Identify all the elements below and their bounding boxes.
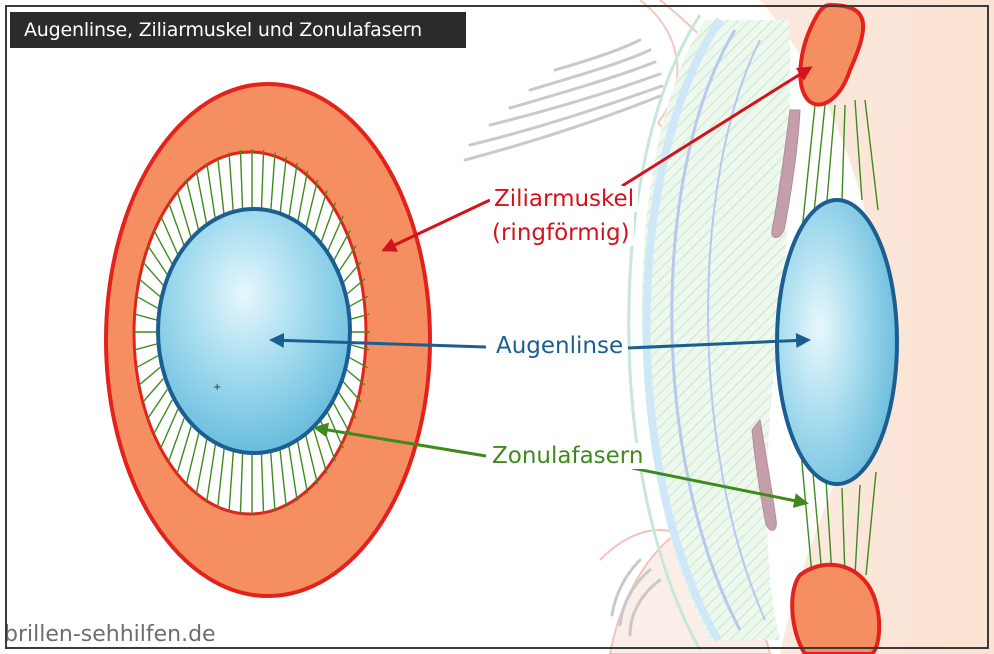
watermark: brillen-sehhilfen.de [4, 622, 216, 647]
diagram-title: Augenlinse, Ziliarmuskel und Zonulafaser… [10, 12, 466, 48]
label-ringfoermig: (ringförmig) [488, 220, 634, 246]
label-zonulafasern: Zonulafasern [488, 443, 647, 469]
front-view: + [106, 84, 430, 596]
center-mark: + [213, 382, 221, 393]
lens-front-view [158, 209, 350, 453]
label-ziliarmuskel: Ziliarmuskel [490, 186, 638, 212]
upper-eyelashes [465, 40, 662, 160]
label-augenlinse: Augenlinse [492, 333, 627, 359]
eye-cross-section [465, 0, 994, 654]
